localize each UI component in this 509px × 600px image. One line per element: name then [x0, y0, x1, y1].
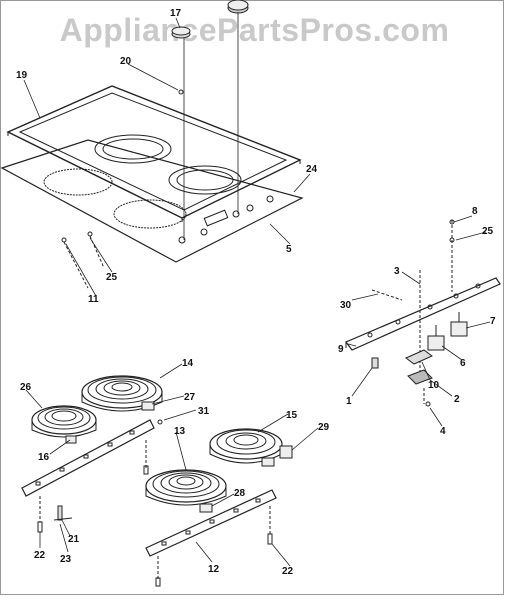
surface-element-15 [209, 428, 283, 467]
callout-30: 30 [340, 300, 352, 311]
leader-lines [23, 17, 491, 567]
callout-9: 9 [338, 344, 344, 355]
callout-2: 2 [454, 394, 460, 405]
spacer-21-23 [53, 505, 73, 521]
control-knob-top [227, 0, 249, 214]
callout-17: 17 [170, 8, 182, 19]
callout-22-right: 22 [282, 566, 294, 577]
callout-14: 14 [182, 358, 194, 369]
callout-25-right: 25 [482, 226, 494, 237]
element-bracket-16 [21, 419, 155, 533]
spacer-1 [371, 357, 379, 369]
callout-11: 11 [88, 294, 99, 305]
receptacle-29 [279, 445, 293, 459]
infinite-switch-7 [450, 312, 468, 337]
callout-19: 19 [16, 70, 28, 81]
callout-labels: 17 19 20 24 5 25 11 8 25 3 30 9 7 6 10 2… [16, 8, 496, 577]
callout-31: 31 [198, 406, 210, 417]
callout-12: 12 [208, 564, 220, 575]
callout-15: 15 [286, 410, 298, 421]
indicator-light-10 [405, 349, 433, 365]
callout-28: 28 [234, 488, 246, 499]
surface-element-13 [145, 469, 227, 513]
callout-16: 16 [38, 452, 50, 463]
cooktop-frame [6, 85, 302, 222]
callout-8: 8 [472, 206, 478, 217]
screw-4 [425, 401, 431, 407]
wire-30 [371, 289, 403, 301]
callout-5: 5 [286, 244, 292, 255]
callout-27: 27 [184, 392, 196, 403]
callout-25-left: 25 [106, 272, 118, 283]
surface-element-14 [81, 375, 163, 412]
callout-22-left: 22 [34, 550, 46, 561]
terminal-block-2 [407, 369, 433, 404]
element-bracket-12 [145, 489, 277, 587]
callout-3: 3 [394, 266, 400, 277]
callout-7: 7 [490, 316, 496, 327]
control-bracket [345, 220, 501, 380]
callout-23: 23 [60, 554, 72, 565]
glass-cooktop [0, 139, 304, 263]
screw-31 [157, 419, 163, 425]
screws-left [61, 231, 105, 289]
screw-20 [178, 89, 184, 95]
callout-29: 29 [318, 422, 330, 433]
callout-24: 24 [306, 164, 318, 175]
control-knob-17 [171, 26, 191, 240]
callout-20: 20 [120, 56, 132, 67]
callout-4: 4 [440, 426, 446, 437]
infinite-switch-6 [427, 325, 445, 351]
watermark: AppliancePartsPros.com [59, 12, 450, 48]
callout-26: 26 [20, 382, 32, 393]
callout-10: 10 [428, 380, 440, 391]
callout-6: 6 [460, 358, 466, 369]
callout-13: 13 [174, 426, 186, 437]
callout-21: 21 [68, 534, 80, 545]
callout-1: 1 [346, 396, 352, 407]
screw-25-right [449, 237, 455, 243]
surface-element-26 [31, 405, 97, 444]
